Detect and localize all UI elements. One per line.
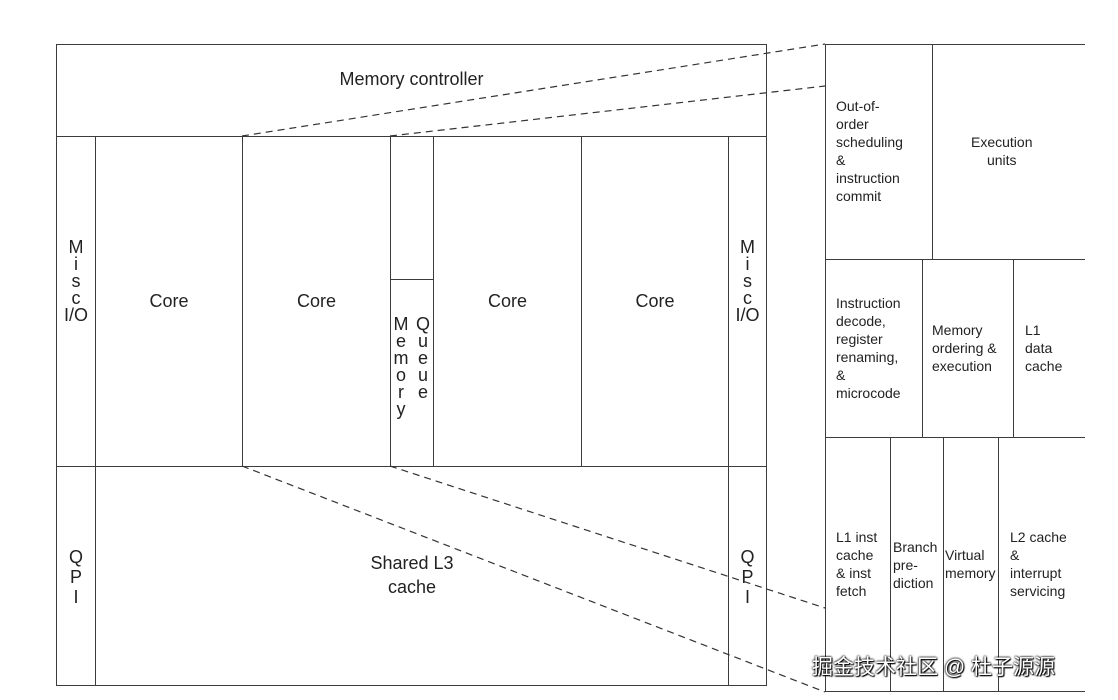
branch-prediction-label: Branch pre- diction: [893, 539, 938, 591]
virtual-memory-block: Virtual memory: [943, 437, 999, 692]
memory-controller-label: Memory controller: [339, 69, 484, 89]
instruction-decode-block: Instruction decode, register renaming, &…: [825, 259, 923, 438]
memory-queue-spacer: [390, 136, 434, 280]
core-block-3: Core: [433, 136, 582, 467]
memory-ordering-block: Memory ordering & execution: [922, 259, 1014, 438]
connector-top-inner: [389, 85, 826, 137]
instruction-decode-label: Instruction decode, register renaming, &…: [836, 295, 901, 401]
execution-units-label: Execution units: [971, 134, 1033, 168]
core-label: Core: [296, 291, 336, 311]
l1-data-cache-label: L1 data cache: [1025, 322, 1063, 374]
core-label: Core: [487, 291, 527, 311]
l1-inst-cache-label: L1 inst cache & inst fetch: [836, 529, 878, 599]
l2-cache-block: L2 cache & interrupt servicing: [998, 437, 1085, 692]
shared-l3-cache-label: Shared L3 cache: [370, 553, 454, 597]
l1-inst-cache-block: L1 inst cache & inst fetch: [825, 437, 891, 692]
core-block-4: Core: [581, 136, 729, 467]
connector-top-outer: [241, 43, 826, 137]
shared-l3-cache-block: Shared L3 cache: [95, 466, 729, 686]
out-of-order-block: Out-of- order scheduling & instruction c…: [825, 44, 933, 260]
branch-prediction-block: Branch pre- diction: [890, 437, 944, 692]
out-of-order-label: Out-of- order scheduling & instruction c…: [836, 98, 903, 204]
memory-controller-block: Memory controller: [56, 44, 767, 137]
watermark-text: 掘金技术社区 @ 杜子源源: [812, 656, 1055, 679]
connector-bottom-outer: [241, 465, 826, 693]
virtual-memory-label: Virtual memory: [945, 547, 996, 581]
connector-bottom-inner: [389, 465, 826, 609]
core-label: Core: [149, 291, 189, 311]
l2-cache-label: L2 cache & interrupt servicing: [1010, 529, 1067, 599]
l1-data-cache-block: L1 data cache: [1013, 259, 1085, 438]
execution-units-block: Execution units: [932, 44, 1085, 260]
memory-ordering-label: Memory ordering & execution: [932, 322, 997, 374]
core-label: Core: [635, 291, 675, 311]
